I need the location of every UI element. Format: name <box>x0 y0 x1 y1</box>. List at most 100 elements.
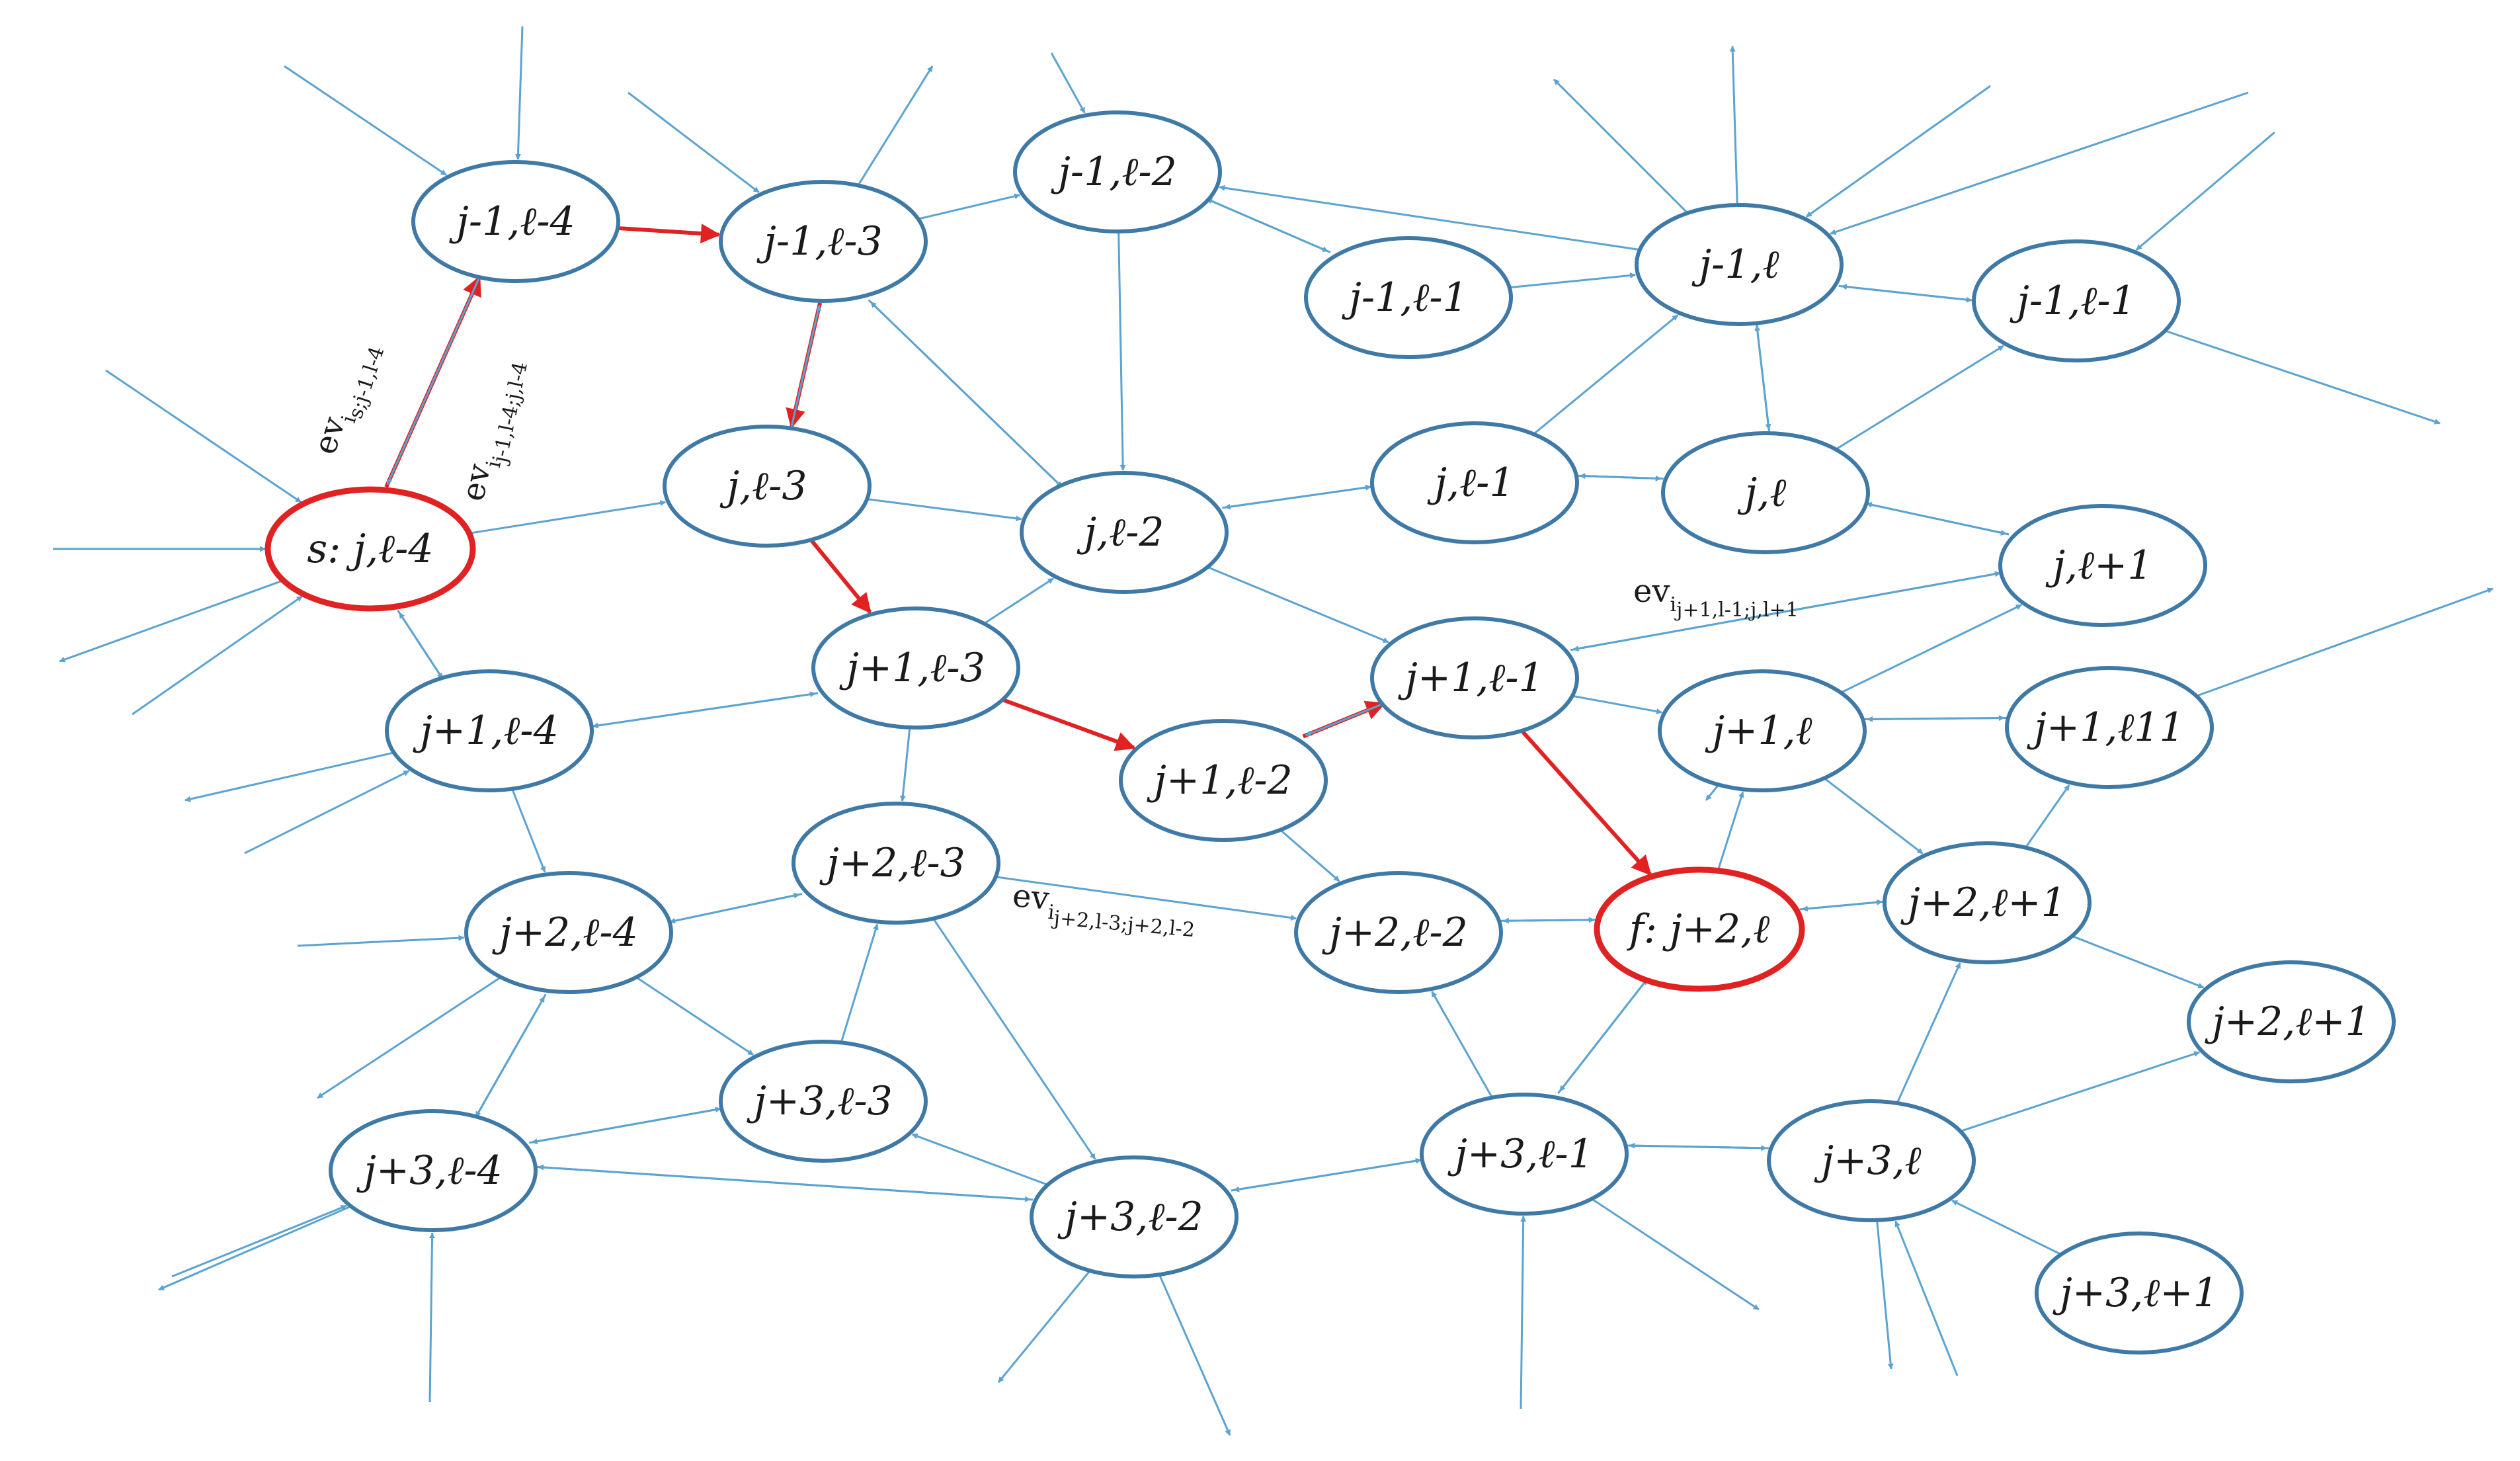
edge-c1-to-c2 <box>590 691 816 728</box>
node-ellipse <box>811 606 1020 730</box>
edge-a2-to-a3 <box>918 193 1021 220</box>
edge-label-j+2-l-3-to-j+2-l-2: evij+2,l-3;j+2,l-2 <box>1010 877 1198 942</box>
node-ellipse <box>2005 666 2214 789</box>
edge-d2-to-e3 <box>932 917 1096 1160</box>
node-ellipse <box>385 669 594 792</box>
edge-d1-to-e1 <box>635 976 754 1056</box>
node-ellipse <box>719 1040 928 1163</box>
node-label: j+1,ℓ11 <box>2027 704 2184 751</box>
edge-b5-to-b4 <box>1579 473 1664 480</box>
dangling-edge <box>297 935 465 947</box>
node-ellipse <box>1030 1155 1239 1278</box>
edge-c4-to-f-path <box>1520 729 1652 876</box>
node-d6: j+2,ℓ+1 <box>2187 960 2396 1083</box>
node-e2: j+3,ℓ-4 <box>329 1109 538 1232</box>
node-ellipse <box>1594 866 1805 992</box>
node-e5: j+3,ℓ <box>1767 1099 1976 1222</box>
edge-e6-to-e5 <box>1951 1199 2062 1256</box>
dangling-edge <box>158 1205 352 1291</box>
node-label: f: j+2,ℓ <box>1627 906 1770 952</box>
node-ellipse <box>1661 431 1870 554</box>
node-label: j+3,ℓ+1 <box>2053 1270 2218 1316</box>
node-a4: j-1,ℓ-1 <box>1304 236 1513 359</box>
edge-c5-to-d5 <box>1823 777 1924 855</box>
node-label: j,ℓ-3 <box>719 463 807 509</box>
node-b5: j,ℓ <box>1661 431 1870 554</box>
edge-e2-to-d1 <box>473 996 546 1120</box>
node-c5: j+1,ℓ <box>1658 669 1867 792</box>
node-ellipse <box>1635 203 1844 326</box>
edge-e3-to-e1 <box>911 1133 1049 1186</box>
node-target: f: j+2,ℓ <box>1594 866 1805 992</box>
edge-e3-to-e2 <box>538 1164 1034 1201</box>
node-b6: j,ℓ+1 <box>1998 504 2207 627</box>
edge-e5-to-d6 <box>1960 1051 2201 1132</box>
edge-b2-to-c2-path <box>809 538 872 614</box>
node-ellipse <box>1304 236 1513 359</box>
node-ellipse <box>1420 1093 1629 1216</box>
edge-f-to-e4 <box>1559 976 1650 1092</box>
node-label: j+3,ℓ-4 <box>356 1148 503 1194</box>
dangling-edge <box>244 770 410 855</box>
node-label: j-1,ℓ-1 <box>2010 278 2136 324</box>
dangling-edge <box>1705 784 1720 801</box>
edge-labels-layer: evis;j-1,l-4 evij-1,l-4;j,l-4 evij+1,l-1… <box>306 336 1799 942</box>
edge-c4-to-c5 <box>1572 694 1663 715</box>
edge-d5-to-d6 <box>2071 935 2205 989</box>
dangling-edge <box>857 65 934 187</box>
node-a5: j-1,ℓ <box>1635 203 1844 326</box>
edge-c4-to-c3 <box>1305 701 1387 737</box>
node-ellipse <box>329 1109 538 1232</box>
node-c1: j+1,ℓ-4 <box>385 669 594 792</box>
node-ellipse <box>2035 1231 2244 1355</box>
edge-d5-to-c6 <box>2024 784 2070 849</box>
edge-f-to-c5 <box>1717 791 1744 871</box>
node-label: s: j,ℓ-4 <box>307 526 433 572</box>
dangling-edge <box>1876 1220 1894 1370</box>
edge-a4-to-a3 <box>1205 198 1331 253</box>
dangling-edge <box>1158 1274 1231 1436</box>
edge-c1-to-d1 <box>511 788 546 873</box>
node-ellipse <box>663 425 872 548</box>
dangling-edge <box>428 1232 436 1403</box>
edge-b5-to-a6 <box>1835 345 2004 450</box>
dangling-edge <box>284 65 447 176</box>
dangling-edge <box>1553 78 1689 214</box>
dangling-edge <box>997 1270 1091 1383</box>
dangling-edge <box>1830 91 2249 235</box>
dangling-edge <box>1894 1220 1959 1376</box>
edge-e1-to-d2 <box>840 923 879 1043</box>
node-label: j-1,ℓ-3 <box>756 218 883 265</box>
node-label: j+1,ℓ-1 <box>1398 655 1544 701</box>
node-label: j+2,ℓ-2 <box>1322 909 1468 956</box>
node-label: j+1,ℓ-3 <box>839 645 985 691</box>
node-label: j+3,ℓ <box>1814 1138 1921 1184</box>
edge-e4-to-e3 <box>1233 1158 1424 1192</box>
node-a1: j-1,ℓ-4 <box>411 160 620 283</box>
edge-b5-to-a5 <box>1754 325 1770 433</box>
edge-label-s-to-j-1-l-4: evis;j-1,l-4 <box>306 336 389 463</box>
node-label: j+3,ℓ-1 <box>1447 1131 1594 1177</box>
edge-d2-to-d3 <box>995 876 1297 921</box>
node-d1: j+2,ℓ-4 <box>464 871 673 994</box>
node-ellipse <box>264 486 476 612</box>
node-label: j-1,ℓ-4 <box>449 198 575 245</box>
node-c3: j+1,ℓ-2 <box>1119 719 1328 842</box>
edge-b4-to-b3 <box>1224 485 1374 510</box>
dangling-edge <box>1591 1198 1760 1311</box>
node-label: j-1,ℓ <box>1691 241 1779 288</box>
node-c6: j+1,ℓ11 <box>2005 666 2214 789</box>
edge-a4-to-a5 <box>1509 272 1637 289</box>
node-ellipse <box>1370 616 1579 739</box>
node-ellipse <box>792 802 1000 925</box>
node-c2: j+1,ℓ-3 <box>811 606 1020 730</box>
node-d5: j+2,ℓ+1 <box>1883 841 2092 964</box>
edge-c2-to-b3 <box>983 577 1054 625</box>
node-ellipse <box>1119 719 1328 842</box>
node-ellipse <box>1883 841 2092 964</box>
edge-e5-to-e4 <box>1629 1142 1769 1149</box>
node-ellipse <box>719 180 928 303</box>
edge-b6-to-c4 <box>1572 571 2004 652</box>
node-label: j,ℓ+1 <box>2045 542 2152 589</box>
dangling-edge <box>1729 46 1738 206</box>
